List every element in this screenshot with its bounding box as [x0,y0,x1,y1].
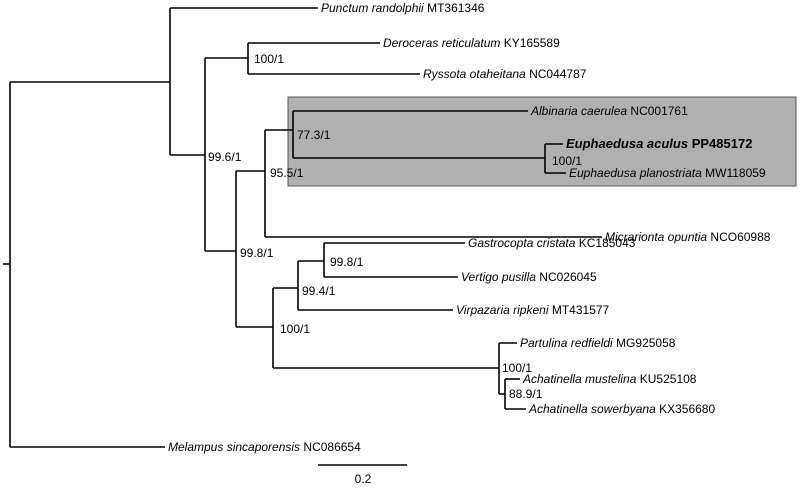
support-value: 100/1 [502,361,532,375]
taxon-label-highlighted: Euphaedusa aculus PP485172 [566,136,752,151]
taxon-label: Vertigo pusilla NC026045 [461,270,597,284]
taxon-label: Gastrocopta cristata KC185043 [468,236,636,250]
taxon-label: Partulina redfieldi MG925058 [520,336,676,350]
taxon-label: Melampus sincaporensis NC086654 [168,440,361,454]
support-value: 100/1 [280,322,310,336]
taxon-label: Micrarionta opuntia NCO60988 [605,230,771,244]
taxon-label: Achatinella mustelina KU525108 [522,372,697,386]
highlighted-clade-box [287,96,797,187]
support-value: 95.5/1 [270,166,304,180]
taxon-label: Virpazaria ripkeni MT431577 [456,303,610,317]
support-value: 99.4/1 [302,284,336,298]
support-value: 88.9/1 [509,387,543,401]
taxon-label: Albinaria caerulea NC001761 [530,104,688,118]
taxon-label: Achatinella sowerbyana KX356680 [528,402,715,416]
support-value: 100/1 [552,154,582,168]
support-value: 99.8/1 [330,255,364,269]
taxon-label: Ryssota otaheitana NC044787 [423,67,587,81]
support-value: 100/1 [254,52,284,66]
tip-labels: Punctum randolphii MT361346 Deroceras re… [168,1,771,454]
taxon-label: Euphaedusa planostriata MW118059 [569,166,766,180]
support-value: 77.3/1 [297,128,331,142]
tree-branches [3,7,602,466]
taxon-label: Punctum randolphii MT361346 [321,1,485,15]
scale-bar-label: 0.2 [355,472,372,486]
support-value: 99.8/1 [240,246,274,260]
taxon-label: Deroceras reticulatum KY165589 [383,36,560,50]
support-values: 100/1 99.6/1 77.3/1 100/1 95.5/1 99.8/1 … [208,52,582,401]
support-value: 99.6/1 [208,150,242,164]
